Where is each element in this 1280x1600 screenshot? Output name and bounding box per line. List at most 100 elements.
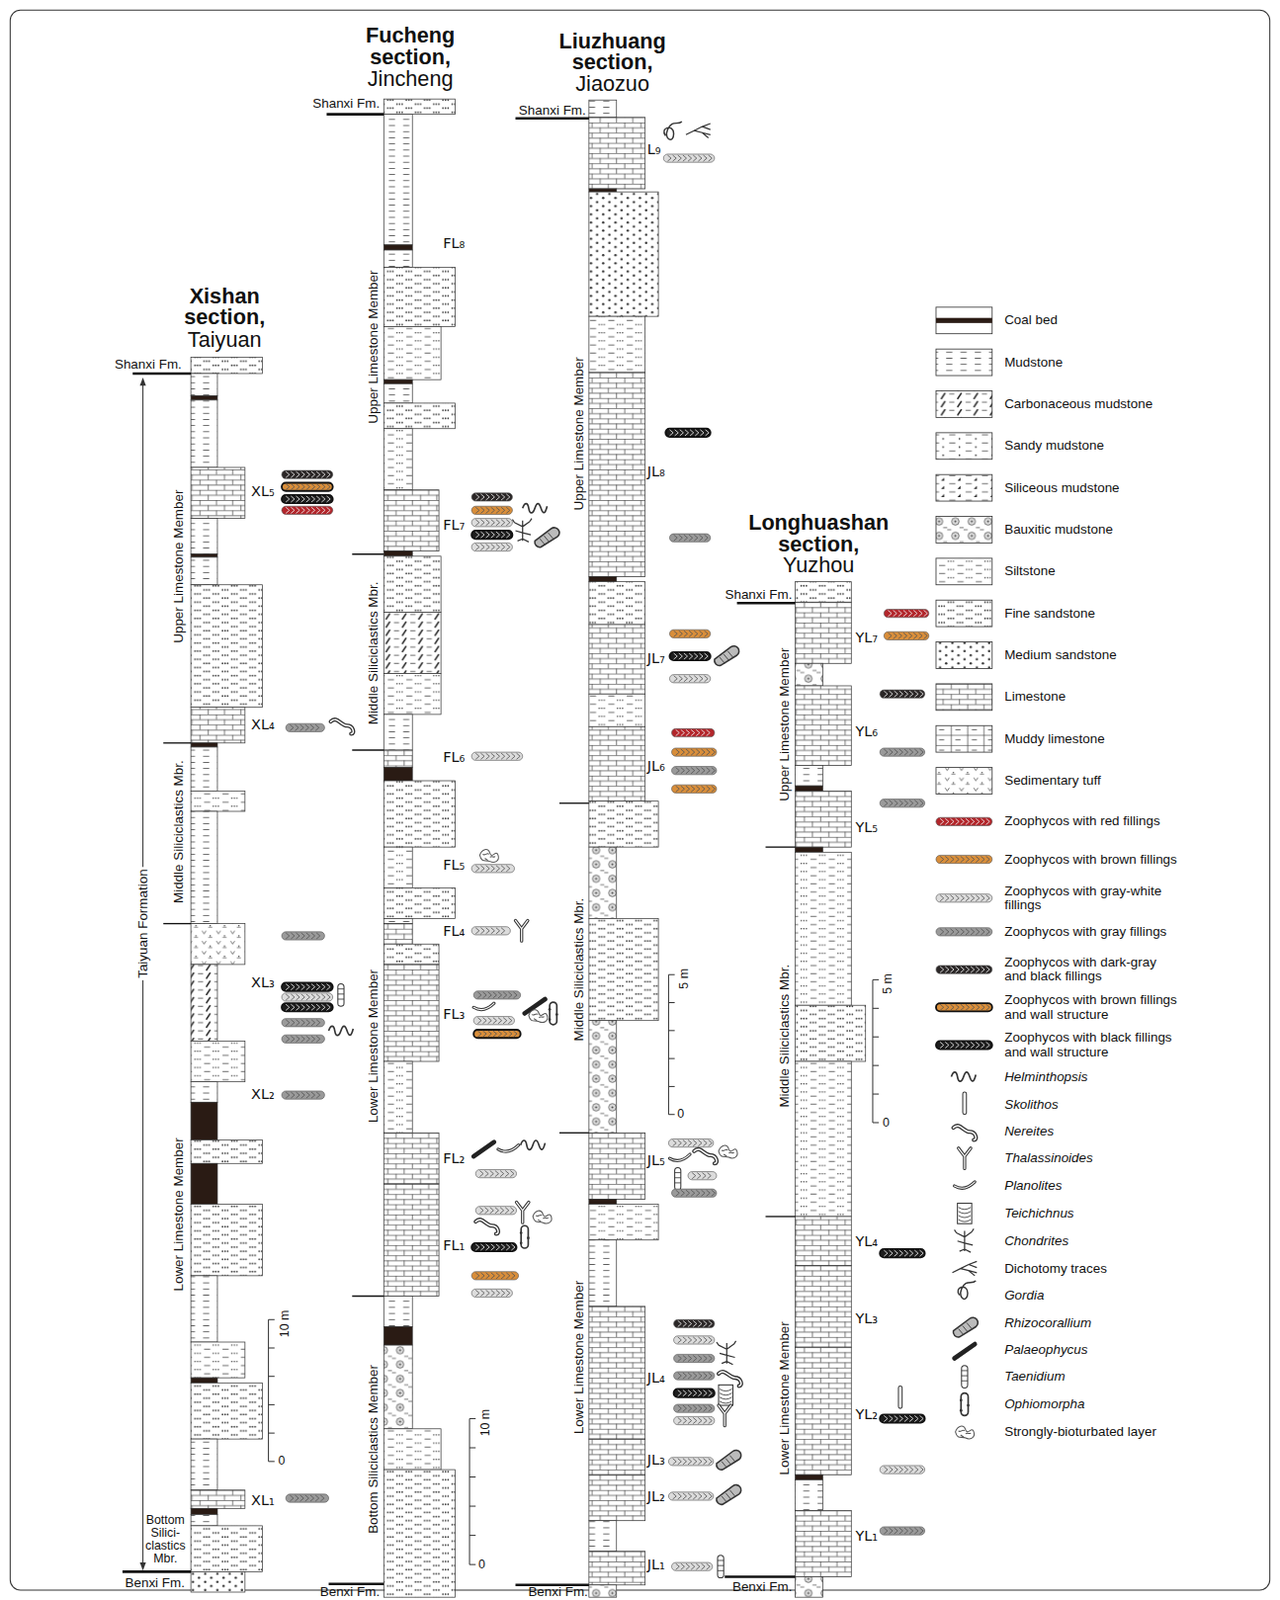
legend-swatch — [936, 599, 993, 627]
legend-swatch — [935, 1036, 995, 1054]
bed — [190, 356, 262, 374]
bed — [190, 1515, 218, 1527]
formation-name: Shanxi Fm. — [518, 102, 587, 117]
trace-fossil — [674, 1354, 715, 1363]
bed — [190, 924, 246, 965]
bed-label: XL₅ — [251, 482, 275, 500]
bed — [589, 918, 659, 1021]
bed — [794, 1474, 823, 1480]
member-boundary — [163, 742, 191, 744]
bed — [190, 1526, 262, 1572]
trace-fossil — [675, 1167, 682, 1191]
scale-label: 0 — [677, 1108, 684, 1121]
member-boundary — [559, 802, 590, 804]
legend-swatch — [936, 348, 993, 376]
bed — [383, 674, 441, 715]
trace-fossil — [717, 1555, 724, 1579]
legend-text: Coal bed — [1004, 313, 1179, 328]
bed — [589, 576, 617, 582]
legend-text: Planolites — [1004, 1179, 1179, 1194]
member-boundary — [766, 1215, 796, 1217]
bed-label: JL₆ — [647, 757, 666, 774]
trace-fossil — [281, 982, 334, 991]
bed — [794, 790, 852, 848]
bed — [190, 790, 246, 812]
scale-label: 0 — [882, 1115, 890, 1129]
trace-fossil — [475, 1206, 516, 1215]
bed — [589, 801, 659, 848]
trace-fossil — [471, 927, 511, 936]
legend-text: Zoophycos with gray-white fillings — [1004, 883, 1179, 913]
section-title: Longhuashan section, — [731, 511, 906, 554]
bed — [794, 847, 823, 853]
trace-fossil — [672, 728, 715, 737]
bed — [190, 373, 218, 397]
bed — [589, 1585, 617, 1598]
legend-text: Thalassinoides — [1004, 1151, 1179, 1166]
bed — [794, 1216, 852, 1267]
trace-fossil — [957, 1280, 976, 1299]
trace-fossil — [665, 428, 710, 437]
trace-fossil — [669, 675, 710, 683]
trace-fossil — [879, 1465, 925, 1474]
scale-label: 10 m — [479, 1409, 493, 1438]
legend-text: Sandy mudstone — [1004, 438, 1179, 453]
trace-fossil — [516, 1202, 529, 1224]
bed — [383, 326, 441, 380]
trace-fossil — [473, 1017, 514, 1025]
trace-fossil — [674, 1336, 715, 1345]
legend-swatch — [935, 961, 995, 979]
scale-label: 5 m — [881, 973, 895, 995]
legend-text: Zoophycos with gray fillings — [1004, 925, 1179, 939]
legend-text: Medium sandstone — [1004, 648, 1179, 663]
bed — [190, 964, 218, 1041]
bed — [383, 1469, 455, 1598]
legend-text: Muddy limestone — [1004, 731, 1179, 746]
legend-swatch — [935, 999, 995, 1017]
bed-label: JL₅ — [647, 1152, 666, 1170]
trace-fossil — [471, 506, 512, 514]
member-boundary — [351, 749, 384, 751]
trace-fossil — [718, 1405, 731, 1427]
trace-fossil — [674, 1416, 715, 1425]
trace-fossil — [471, 542, 512, 551]
bed — [794, 663, 823, 686]
bed — [383, 98, 455, 114]
legend-swatch — [936, 474, 993, 502]
trace-fossil — [281, 993, 334, 1002]
bed — [794, 1061, 852, 1217]
trace-fossil — [534, 527, 560, 548]
bed — [190, 557, 218, 586]
section-location: Jiaozuo — [575, 72, 650, 94]
bed — [383, 847, 413, 888]
bed — [383, 1132, 439, 1185]
legend-swatch — [936, 432, 993, 460]
bed-label: YL₂ — [854, 1406, 878, 1424]
bed — [383, 1184, 439, 1297]
bed — [190, 1204, 262, 1277]
bed — [383, 750, 413, 768]
legend-text: Palaeophycus — [1004, 1343, 1179, 1358]
formation-boundary — [326, 112, 384, 116]
legend-swatch — [935, 813, 995, 831]
bed-label: JL₁ — [647, 1556, 666, 1574]
bed — [383, 924, 413, 945]
trace-fossil — [475, 1219, 499, 1234]
bed — [190, 1382, 262, 1440]
bed-label: FL₂ — [442, 1150, 465, 1168]
legend-text: Siliceous mudstone — [1004, 480, 1179, 495]
bed-label: JL₂ — [647, 1488, 666, 1506]
member-boundary — [351, 553, 384, 555]
trace-fossil — [668, 1457, 713, 1466]
formation-boundary — [132, 372, 191, 376]
bed — [383, 428, 413, 491]
legend-text: Taenidium — [1004, 1369, 1179, 1384]
trace-fossil — [952, 1317, 978, 1338]
member-name: Lower Limestone Member — [777, 1319, 792, 1477]
frame — [9, 9, 1270, 1591]
trace-fossil — [473, 1029, 521, 1038]
bed — [589, 372, 646, 578]
bed — [589, 1021, 617, 1134]
member-name: Lower Limestone Member — [571, 1279, 586, 1437]
